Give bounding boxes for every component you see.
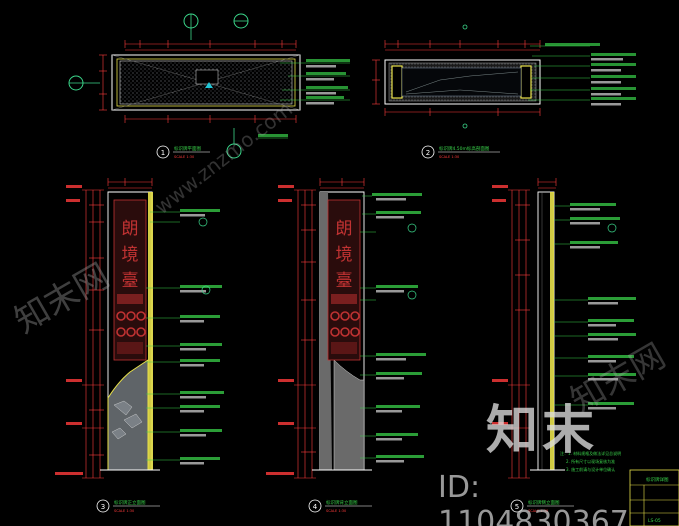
- view-title-3: 标识牌正立面图: [114, 499, 146, 506]
- view-label-1: 1 标识牌平面图 SCALE 1:30: [156, 145, 210, 159]
- sign-char-back-1: 朗: [336, 219, 353, 239]
- view-scale-2: SCALE 1:30: [439, 155, 459, 159]
- plan-view-2: 2 标识牌4.50m标高剖面图 SCALE 1:30: [372, 24, 636, 159]
- sign-char-back-2: 境: [336, 245, 353, 265]
- axis-bubble-b: [233, 13, 249, 29]
- sign-char-back-3: 臺: [336, 271, 353, 291]
- elevation-view-3: 朗 境 臺: [55, 178, 224, 513]
- view-title-1: 标识牌平面图: [174, 145, 201, 152]
- view-number-4: 4: [313, 503, 318, 511]
- sign-char-3: 臺: [122, 271, 139, 291]
- note-line-3: 3. 施工前请与设计单位确认: [566, 466, 615, 472]
- view-label-5: 5 标识牌侧立面图 SCALE 1:30: [510, 499, 574, 513]
- sign-characters-front: 朗 境 臺: [122, 219, 139, 291]
- axis-bubble-d: [226, 128, 288, 159]
- view-number-5: 5: [515, 503, 519, 511]
- elevation-view-4: 朗 境 臺: [266, 178, 426, 513]
- title-block-code: LS-05: [648, 518, 661, 524]
- view-scale-3: SCALE 1:30: [114, 509, 134, 513]
- view-number-2: 2: [426, 149, 430, 157]
- view-label-4: 4 标识牌背立面图 SCALE 1:30: [308, 499, 372, 513]
- sign-char-1: 朗: [122, 219, 139, 239]
- view-scale-5: SCALE 1:30: [528, 509, 548, 513]
- view-title-4: 标识牌背立面图: [326, 499, 358, 506]
- view-number-3: 3: [101, 503, 105, 511]
- view-label-3: 3 标识牌正立面图 SCALE 1:30: [96, 499, 160, 513]
- note-line-2: 2. 所有尺寸以现场复核为准: [566, 458, 615, 464]
- note-line-1: 注：1. 材料规格及做法详见总说明: [560, 450, 621, 456]
- axis-bubble-a: [183, 13, 199, 40]
- view-label-2: 2 标识牌4.50m标高剖面图 SCALE 1:30: [421, 145, 500, 159]
- sign-char-2: 境: [122, 245, 139, 265]
- view-scale-1: SCALE 1:30: [174, 155, 194, 159]
- title-block: 标识牌详图 LS-05: [629, 469, 679, 526]
- plan-view-1: 1 标识牌平面图 SCALE 1:30: [68, 13, 350, 159]
- view-title-2: 标识牌4.50m标高剖面图: [439, 145, 490, 152]
- view-title-5: 标识牌侧立面图: [528, 499, 560, 506]
- plan2-dimensions-top: [384, 40, 541, 51]
- view-number-1: 1: [161, 149, 165, 157]
- notes-block: 注：1. 材料规格及做法详见总说明 2. 所有尺寸以现场复核为准 3. 施工前请…: [560, 450, 621, 472]
- elevation-view-5: 注：1. 材料规格及做法详见总说明 2. 所有尺寸以现场复核为准 3. 施工前请…: [492, 178, 636, 513]
- watermark-brand: 知末: [486, 401, 599, 461]
- sign-characters-back: 朗 境 臺: [336, 219, 353, 291]
- title-block-name: 标识牌详图: [646, 476, 669, 483]
- view-scale-4: SCALE 1:30: [326, 509, 346, 513]
- plan1-dimensions-top: [124, 40, 297, 51]
- axis-bubble-c: [68, 75, 100, 91]
- watermark-id: ID: 1104830367: [438, 470, 629, 526]
